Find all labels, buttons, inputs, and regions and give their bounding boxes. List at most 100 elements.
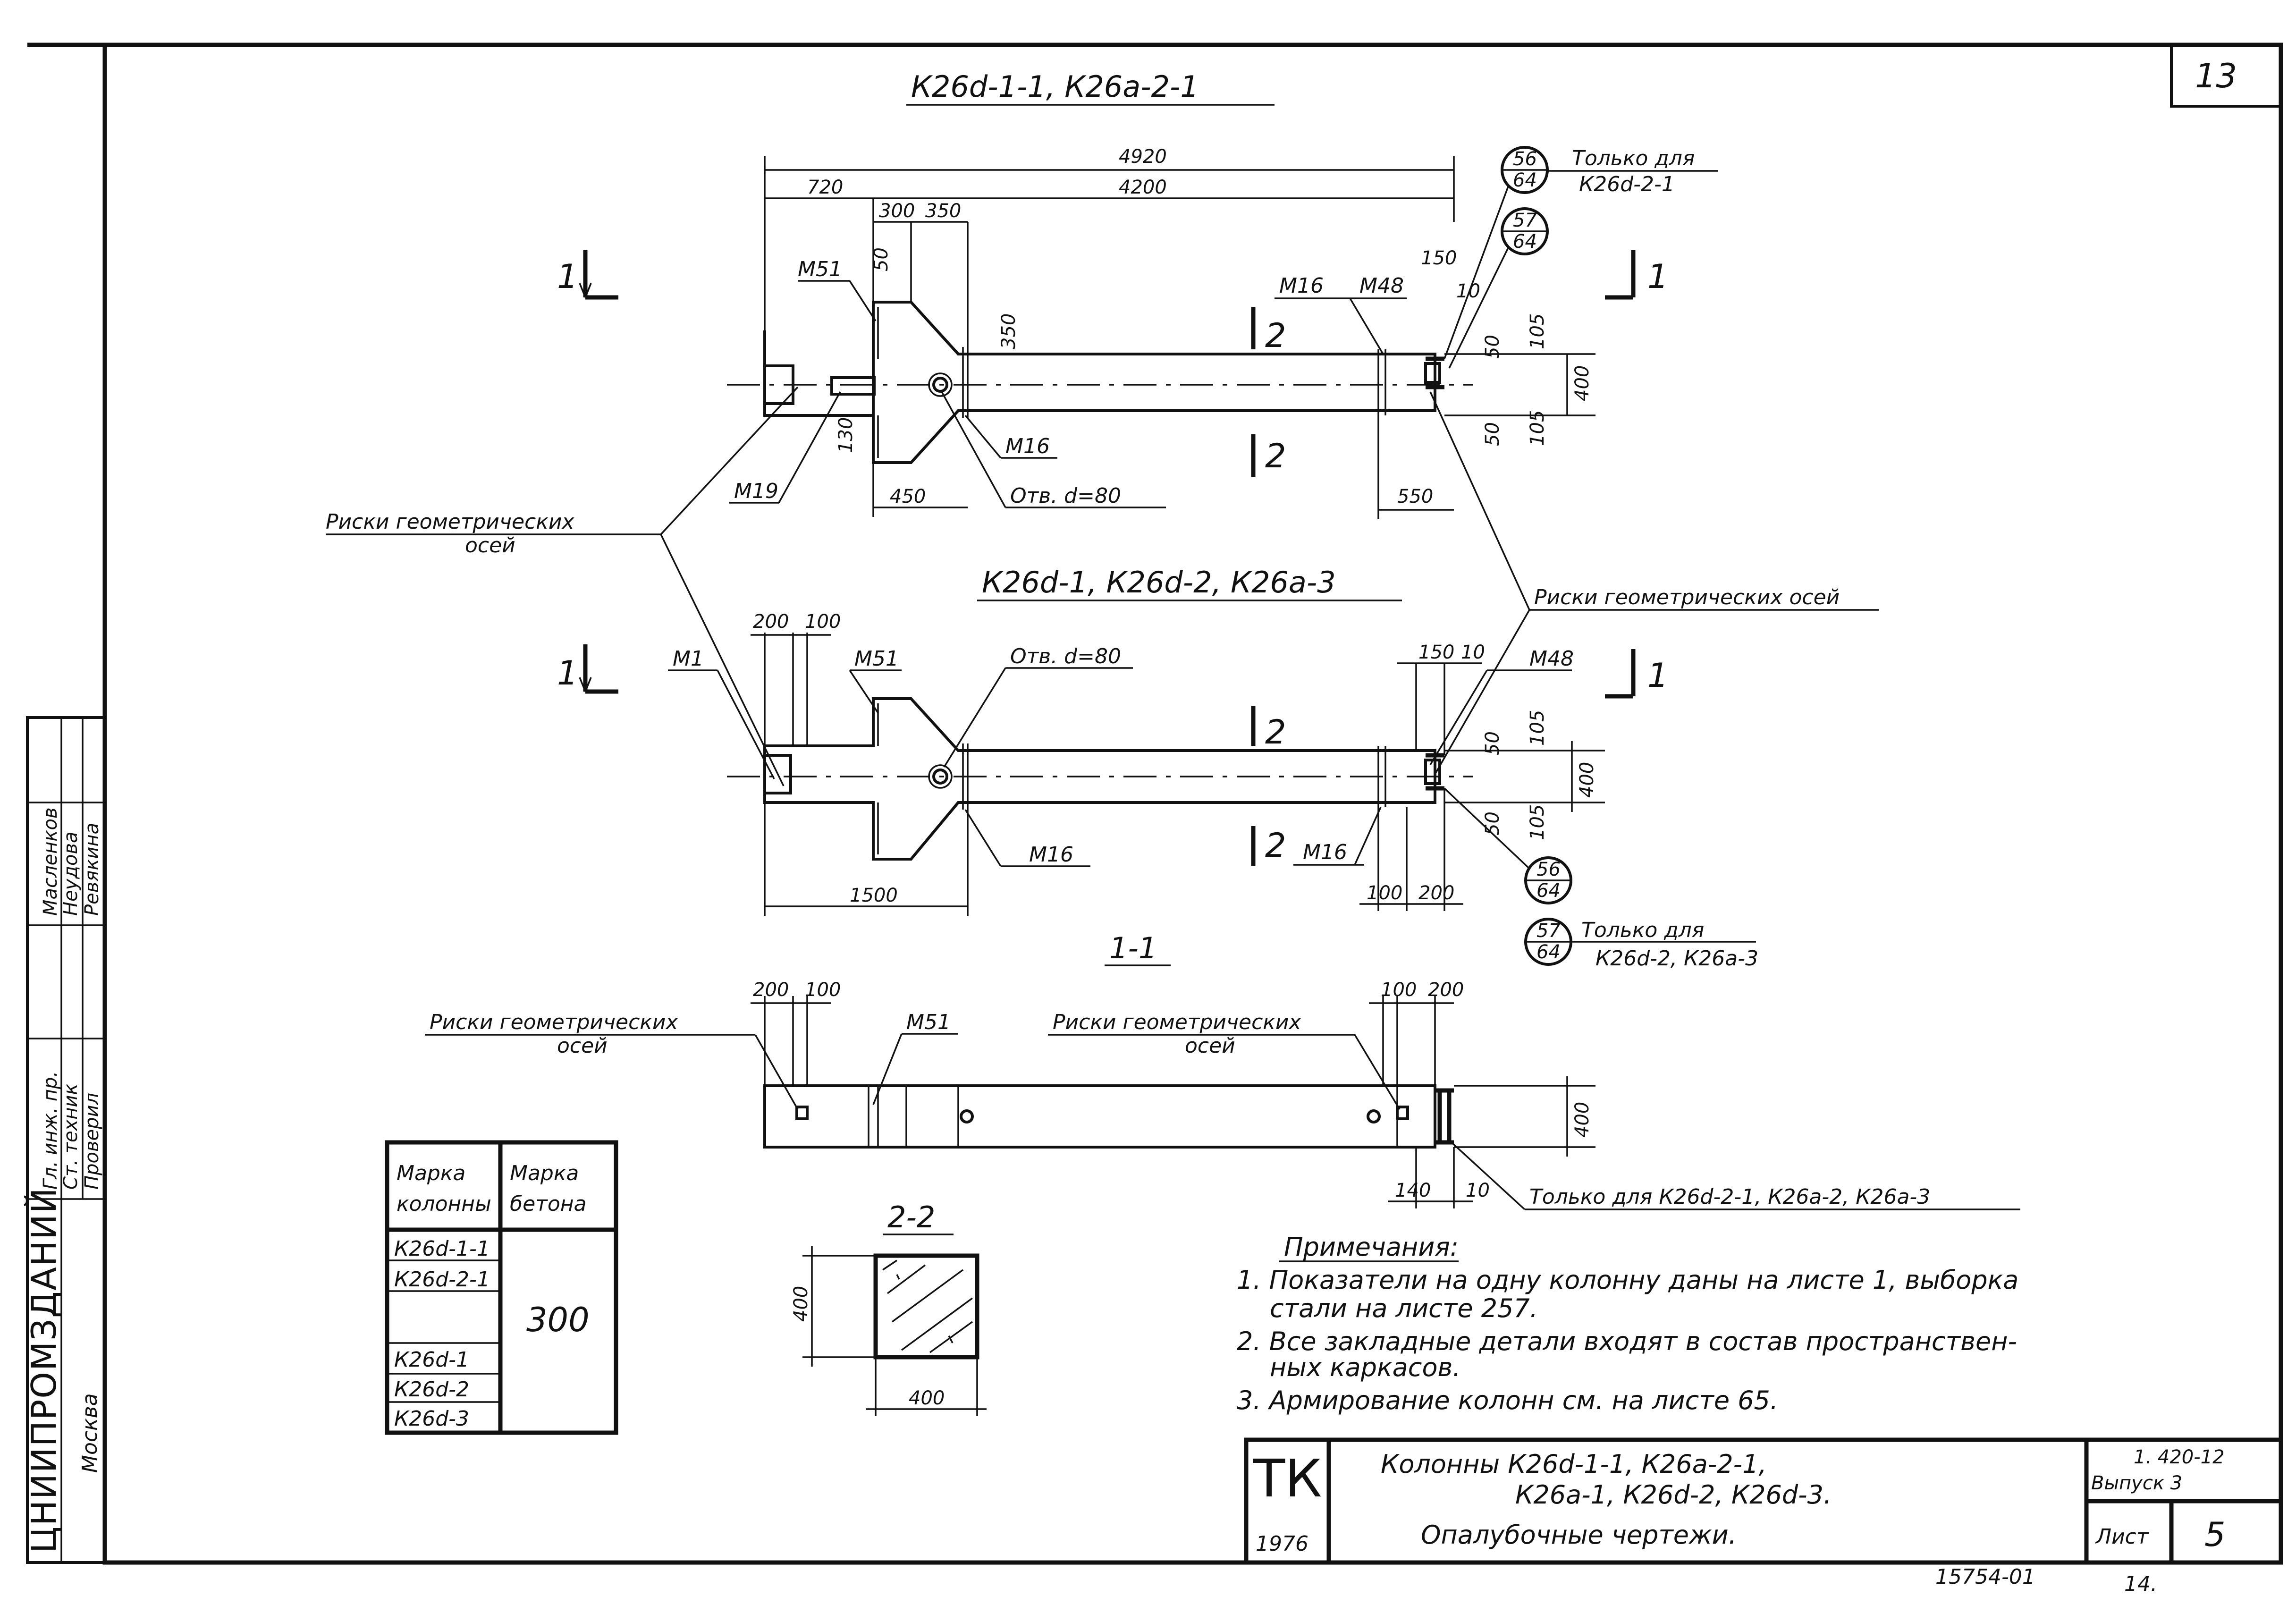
mid-label-hole: Отв. d=80: [1010, 644, 1121, 668]
only-for-b: Только для: [1581, 918, 1704, 942]
label-m48: М48: [1359, 274, 1404, 298]
table-row-2: К26d-2-1: [394, 1267, 490, 1292]
stamp-name-2: Неудова: [60, 831, 82, 916]
s11-risk-right-b: осей: [1185, 1034, 1235, 1058]
dim-350a: 350: [925, 200, 961, 222]
dim-130: 130: [835, 417, 857, 453]
title-issue: Выпуск 3: [2091, 1472, 2182, 1494]
note-1b: стали на листе 257.: [1270, 1293, 1538, 1323]
mid-dim-150: 150: [1418, 642, 1454, 663]
title-line-1: Колонны К26d-1-1, К26a-2-1,: [1381, 1449, 1767, 1479]
mark-table: Марка колонны Марка бетона К26d-1-1 К26d…: [385, 1140, 618, 1435]
top-view: К26d-1-1, К26a-2-1 4920 4200: [557, 69, 1718, 519]
table-concrete: 300: [526, 1301, 590, 1339]
section11-title: 1-1: [1109, 931, 1157, 965]
mid-dim-105a: 105: [1527, 710, 1548, 746]
cut-1-right: 1: [1647, 257, 1669, 296]
note-2b: ных каркасов.: [1270, 1352, 1460, 1382]
section-1-1: 1-1 200 100 М51 100 200 400: [425, 931, 2020, 1210]
mid-dim-50: 50: [1482, 731, 1503, 755]
mid-view-title: К26d-1, К26d-2, К26a-3: [982, 565, 1336, 600]
mid-label-m16b: М16: [1303, 840, 1347, 864]
label-m16-top: М16: [1279, 274, 1324, 298]
table-row-4: К26d-2: [394, 1377, 469, 1402]
notes: Примечания: 1. Показатели на одну колонн…: [1237, 1232, 2018, 1415]
mid-dim-100: 100: [805, 611, 841, 633]
title-sheet-number: 5: [2204, 1515, 2226, 1554]
mid-bubble-64: 64: [1536, 880, 1561, 902]
title-line-2: К26a-1, К26d-2, К26d-3.: [1515, 1480, 1832, 1510]
dim-50c: 50: [1482, 422, 1503, 446]
dim-105b: 105: [1527, 410, 1548, 446]
only-for-a2: К26d-2-1: [1579, 172, 1675, 196]
dim-150: 150: [1421, 247, 1457, 269]
only-for-a: Только для: [1572, 146, 1695, 170]
table-h1-b: колонны: [397, 1192, 491, 1216]
dim-400: 400: [1571, 365, 1593, 401]
cut-2-down: 2: [1265, 437, 1286, 475]
mid-label-m51: М51: [854, 647, 899, 671]
cut-2-up: 2: [1265, 316, 1286, 355]
stamp-name-1: Масленков: [40, 807, 61, 916]
table-row-5: К26d-3: [394, 1407, 469, 1431]
section22-title: 2-2: [887, 1200, 935, 1234]
dim-4200: 4200: [1119, 177, 1167, 198]
mid-label-m16a: М16: [1029, 843, 1073, 867]
dim-4920: 4920: [1119, 146, 1167, 168]
stamp-city: Москва: [78, 1393, 102, 1473]
dim-50: 50: [870, 247, 892, 271]
dim-350b: 350: [998, 313, 1020, 349]
s22-dim-400b: 400: [909, 1387, 945, 1409]
mid-cut-1-left: 1: [557, 654, 578, 693]
stamp-org: ЦНИИПРОМЗДАНИЙ: [24, 1187, 64, 1553]
title-line-3: Опалубочные чертежи.: [1421, 1520, 1737, 1550]
table-row-3: К26d-1: [394, 1348, 469, 1372]
risks-left-b: осей: [465, 533, 515, 558]
s22-dim-400a: 400: [790, 1286, 812, 1322]
s11-label-m51: М51: [906, 1010, 951, 1034]
bubble-57: 57: [1513, 210, 1537, 231]
note-1a: 1. Показатели на одну колонну даны на ли…: [1237, 1265, 2018, 1295]
s11-risk-left-b: осей: [557, 1034, 608, 1058]
bottom-number: 15754-01: [1935, 1565, 2035, 1589]
dim-300: 300: [879, 200, 915, 222]
bubble-64a: 64: [1513, 169, 1537, 191]
title-block: ТК 1976 Колонны К26d-1-1, К26a-2-1, К26a…: [1244, 1437, 2283, 1565]
mid-dim-400: 400: [1576, 762, 1598, 798]
s11-risk-right-a: Риски геометрических: [1053, 1010, 1301, 1034]
mid-label-m48: М48: [1529, 647, 1574, 671]
mid-dim-200: 200: [753, 611, 789, 633]
s11-dim-200: 200: [753, 979, 789, 1001]
middle-view: К26d-1, К26d-2, К26a-3 200 100 1500 150 …: [557, 565, 1758, 971]
stamp-name-3: Ревякина: [81, 823, 103, 916]
risk-leaders: Риски геометрических осей Риски геометри…: [326, 386, 1879, 786]
table-row-1: К26d-1-1: [394, 1237, 490, 1261]
s11-dim-100: 100: [805, 979, 841, 1001]
bottom-page: 14.: [2124, 1572, 2157, 1596]
s11-risk-left-a: Риски геометрических: [430, 1010, 678, 1034]
mid-cut-2-up: 2: [1265, 713, 1286, 752]
dim-450: 450: [890, 486, 926, 507]
notes-title: Примечания:: [1284, 1232, 1459, 1262]
s11-dim-100b: 100: [1381, 979, 1417, 1001]
note-2a: 2. Все закладные детали входят в состав …: [1237, 1326, 2017, 1356]
bubble-64b: 64: [1513, 231, 1537, 253]
mid-bubble-64b: 64: [1536, 941, 1561, 963]
note-3: 3. Армирование колонн см. на листе 65.: [1237, 1385, 1778, 1415]
dim-720: 720: [807, 177, 843, 198]
section-2-2: 2-2 400 400: [790, 1200, 987, 1416]
table-h2-a: Марка: [510, 1161, 579, 1185]
label-hole-top: Отв. d=80: [1010, 484, 1121, 508]
corner-number: 13: [2195, 57, 2237, 95]
dim-550: 550: [1397, 486, 1433, 507]
title-tk: ТК: [1253, 1448, 1322, 1509]
risks-right: Риски геометрических осей: [1534, 585, 1840, 609]
dim-50b: 50: [1482, 335, 1503, 359]
mid-bubble-57: 57: [1536, 920, 1561, 942]
risks-left-a: Риски геометрических: [326, 510, 574, 534]
mid-dim-200b: 200: [1418, 882, 1454, 904]
cut-1-left: 1: [557, 257, 578, 296]
mid-dim-100b: 100: [1367, 882, 1402, 904]
